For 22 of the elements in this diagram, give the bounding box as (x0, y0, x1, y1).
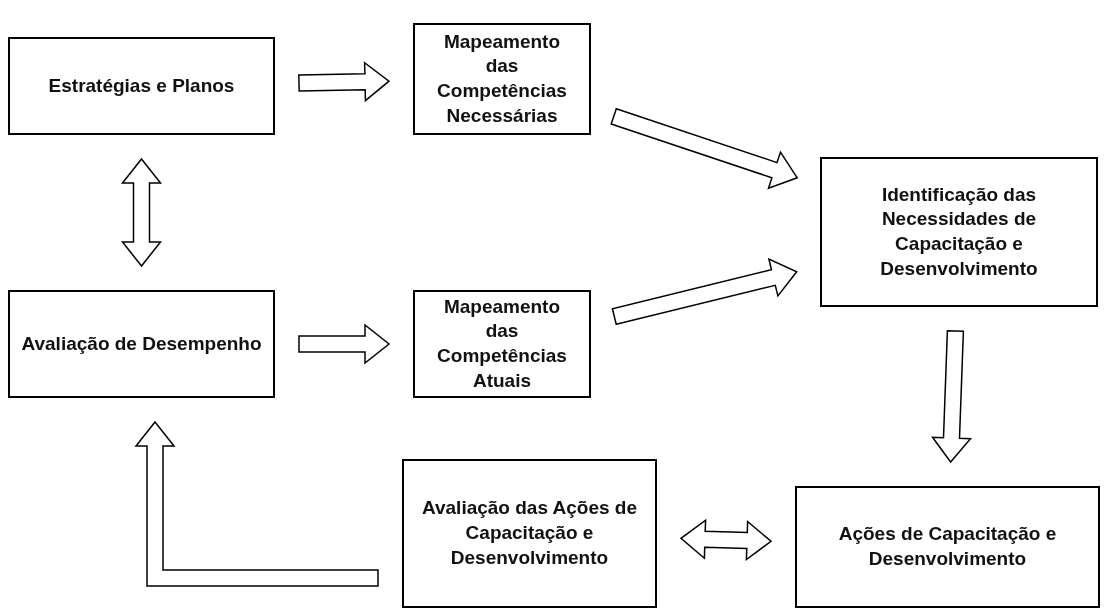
block-arrow (134, 420, 379, 587)
block-arrow (679, 518, 773, 562)
block-arrow (298, 323, 391, 365)
process-box (820, 157, 1098, 307)
box-label: Avaliação das Ações de Capacitação e Desenvolvimento (420, 496, 639, 570)
process-box (8, 37, 275, 135)
block-arrow (298, 61, 391, 103)
box-label: Mapeamento das Competências Atuais (436, 294, 568, 393)
process-box (8, 290, 275, 398)
box-label: Avaliação de Desempenho (21, 331, 262, 356)
process-box (402, 459, 657, 608)
block-arrow (610, 107, 799, 190)
process-box (795, 486, 1100, 608)
box-label: Ações de Capacitação e Desenvolvimento (837, 522, 1058, 571)
process-box (413, 290, 591, 398)
box-label: Mapeamento das Competências Necessárias (436, 29, 568, 128)
box-label: Estratégias e Planos (48, 73, 235, 98)
block-arrow (930, 329, 973, 464)
process-box (413, 23, 591, 135)
box-label: Identificação das Necessidades de Capacitação e Desenvolvimento (879, 182, 1039, 281)
block-arrow (611, 257, 798, 326)
block-arrow (120, 157, 163, 268)
